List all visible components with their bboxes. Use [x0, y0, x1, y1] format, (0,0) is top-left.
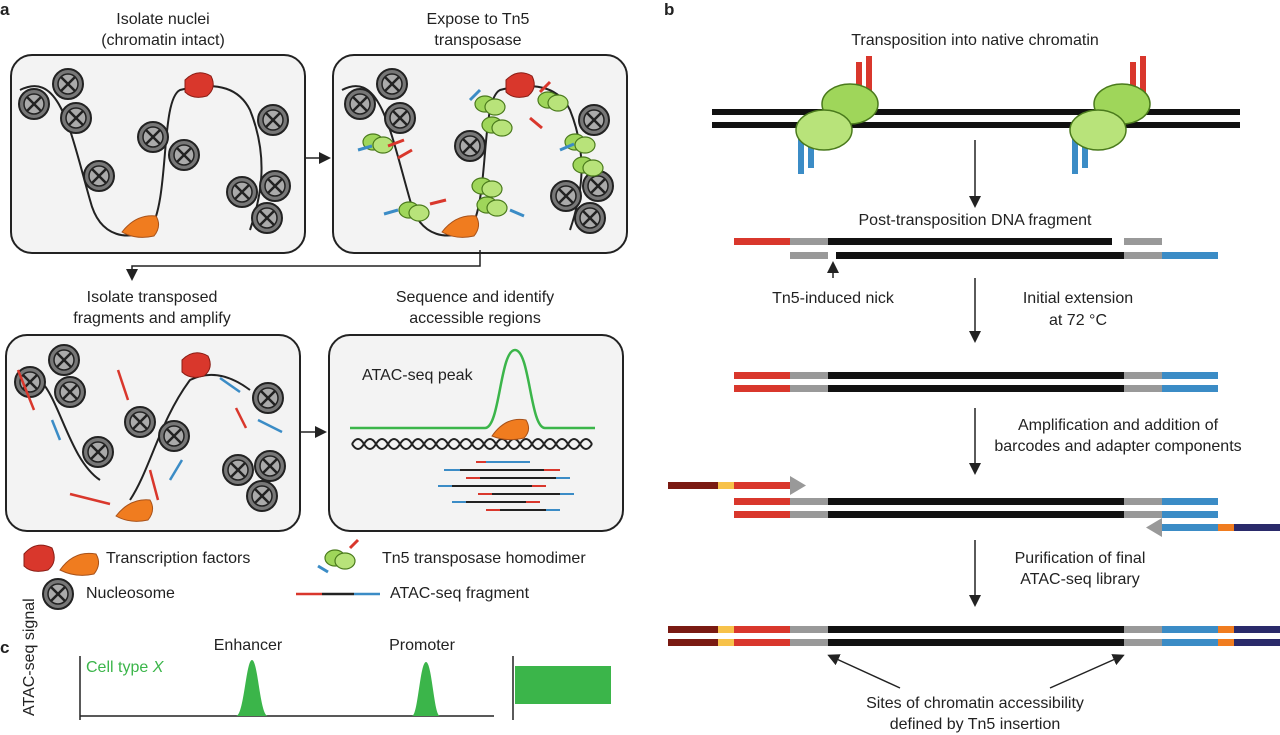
tn5-on-dna-right [1069, 56, 1151, 174]
cell-type-prefix: Cell type [86, 659, 153, 676]
transposition-title: Transposition into native chromatin [851, 32, 1099, 49]
signal-bar [515, 666, 611, 704]
sites-label-line1: Sites of chromatin accessibility [866, 695, 1084, 712]
sites-label-line2: defined by Tn5 insertion [889, 716, 1061, 733]
amplification-label-line1: Amplification and addition of [1017, 417, 1219, 434]
fragment-title: Post-transposition DNA fragment [858, 212, 1092, 229]
enhancer-label: Enhancer [213, 637, 283, 654]
legend-tf-label: Transcription factors [106, 550, 251, 567]
step1-label-line2: (chromatin intact) [101, 32, 225, 49]
ylabel: ATAC-seq signal [21, 598, 38, 716]
step2-label-line1: Expose to Tn5 [426, 11, 530, 28]
legend-fragment-label: ATAC-seq fragment [390, 585, 530, 602]
step3-label-line2: fragments and amplify [73, 310, 231, 327]
atac-peak-label: ATAC-seq peak [362, 367, 473, 384]
promoter-label: Promoter [389, 637, 455, 654]
panel-letter-b: b [664, 0, 675, 19]
purification-label-line1: Purification of final [1014, 550, 1146, 567]
tn5-on-dna-left [795, 56, 879, 174]
amplification-label-line2: barcodes and adapter components [994, 438, 1242, 455]
step2-label-line2: transposase [434, 32, 522, 49]
step4-label-line2: accessible regions [409, 310, 541, 327]
cell-type-label: Cell type X [86, 658, 163, 678]
panel-letter-c: c [0, 638, 10, 657]
box-sequence [328, 334, 624, 532]
legend-nucleosome-label: Nucleosome [86, 585, 175, 602]
atac-peak-curve [350, 348, 595, 430]
cell-type-var: X [152, 659, 164, 676]
diagram-canvas [13, 56, 1280, 720]
extension-label-line1: Initial extension [1022, 290, 1134, 307]
purification-label-line2: ATAC-seq library [1020, 571, 1140, 588]
extension-label-line2: at 72 °C [1049, 312, 1107, 329]
legend-tn5-label: Tn5 transposase homodimer [382, 550, 586, 567]
nick-label: Tn5-induced nick [772, 290, 894, 307]
panel-letter-a: a [0, 0, 10, 19]
step3-label-line1: Isolate transposed [86, 289, 218, 306]
step4-label-line1: Sequence and identify [395, 289, 555, 306]
step1-label-line1: Isolate nuclei [116, 11, 210, 28]
nucleosome [17, 87, 51, 121]
